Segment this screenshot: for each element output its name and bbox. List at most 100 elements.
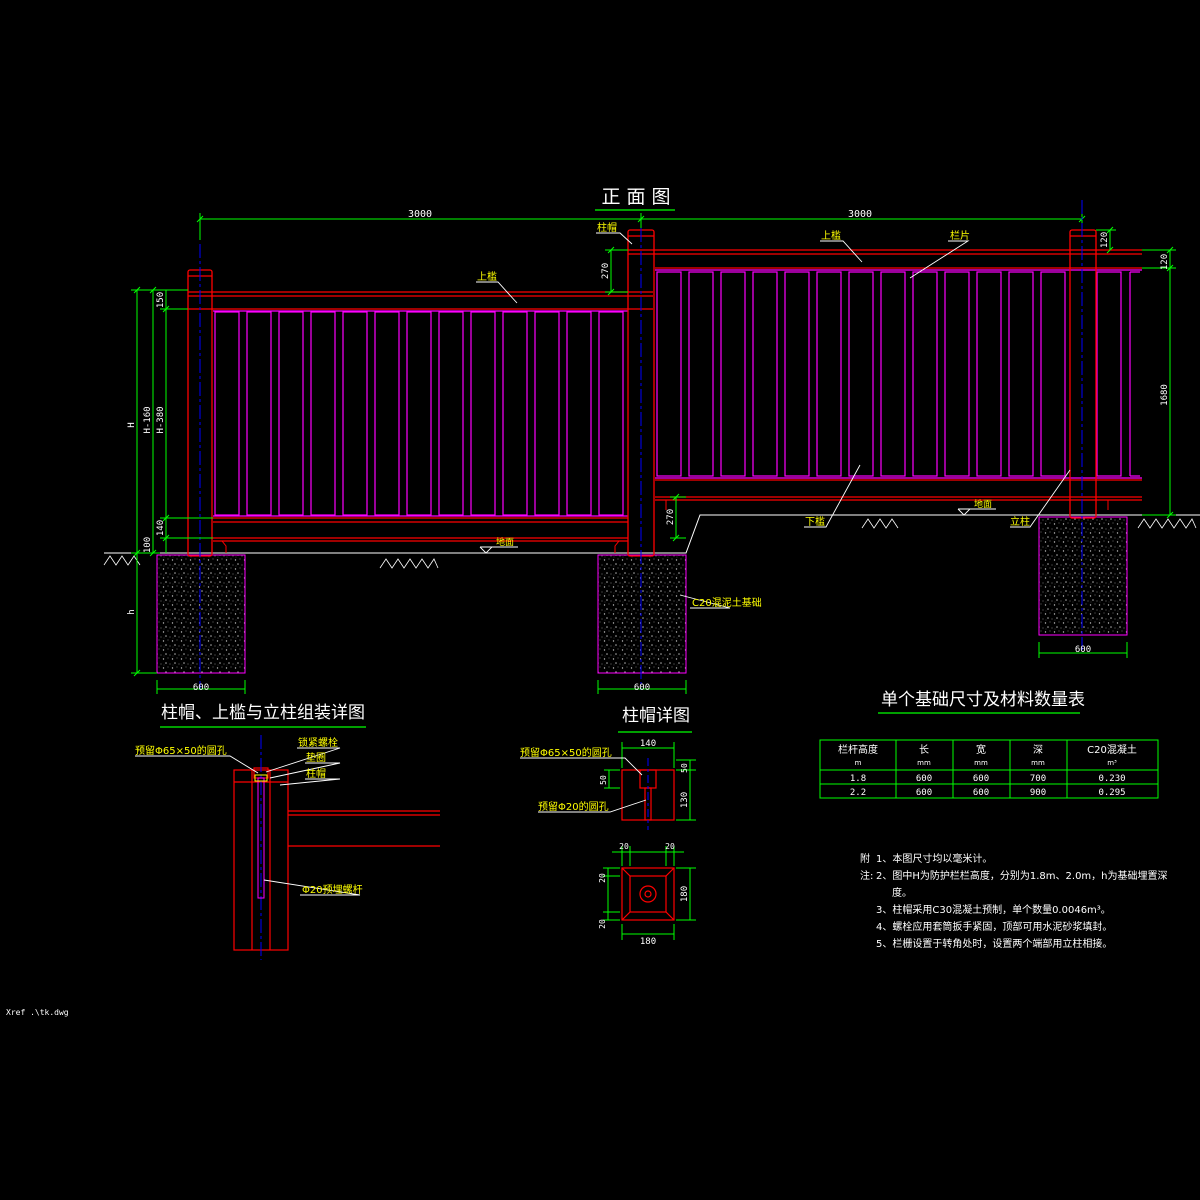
cap-detail: 柱帽详图 140 50 130 50 预留Φ65×50的 [520,706,696,947]
cap-label-hole-top: 预留Φ65×50的圆孔 [520,746,612,759]
assembly-detail: 柱帽、上槛与立柱组装详图 预留Φ65×50的圆孔 锁紧螺栓 垫圈 柱帽 Φ20预… [135,703,440,960]
table-title: 单个基础尺寸及材料数量表 [881,690,1085,710]
note-2: 2、图中H为防护栏栏高度，分别为1.8m、2.0m，h为基础埋置深 [876,869,1168,882]
assembly-label-hole: 预留Φ65×50的圆孔 [135,744,227,757]
left-dim-texts: H H-160 H-380 150 140 100 h [127,292,166,615]
header-width-unit: mm [974,759,988,767]
table-grid [819,739,1159,799]
dim-base-100: 100 [143,537,153,553]
cell-r0-c3: 700 [1030,774,1046,784]
cell-r1-c4: 0.295 [1098,788,1125,798]
centerlines [199,200,1083,690]
cell-r0-c1: 600 [916,774,932,784]
label-cap: 柱帽 [597,221,617,234]
cell-r0-c0: 1.8 [850,774,866,784]
cell-r1-c0: 2.2 [850,788,866,798]
assembly-label-bolt: Φ20预埋螺杆 [302,884,363,896]
label-post: 立柱 [1010,515,1030,528]
base-blocks [214,499,1109,553]
header-depth: 深 [1033,744,1043,756]
left-balusters [213,310,628,517]
footing-left [156,554,246,674]
header-concrete: C20混凝土 [1087,743,1137,756]
cap-plan-height: 180 [680,886,690,902]
assembly-label-nut: 锁紧螺栓 [298,736,338,749]
dim-mid-270-bottom: 270 [666,509,676,525]
dim-span-right: 3000 [848,209,872,220]
posts [187,229,1097,557]
cap-label-hole-bottom: 预留Φ20的圆孔 [538,800,609,813]
cap-plan-dims [603,846,696,940]
label-top-rail-left: 上槛 [477,270,497,283]
footing-right [1038,516,1128,636]
dim-footing-mid: 600 [634,683,650,693]
dim-footing-right: 600 [1075,645,1091,655]
cell-r0-c4: 0.230 [1098,774,1125,784]
dim-top-150: 150 [156,292,166,308]
label-ground-right: 地面 [974,498,992,510]
cap-plan-side-a: 20 [598,873,607,883]
assembly-leaders [135,747,361,896]
header-concrete-unit: m³ [1107,759,1117,767]
cap-elevation-dims [604,742,696,821]
dim-mid-270-top: 270 [601,263,611,279]
right-balusters [655,269,1142,479]
leaders [476,232,1071,609]
cap-plan-side-b: 20 [598,919,607,929]
dim-H-160: H-160 [143,406,153,433]
footing-dimensions [156,642,1128,694]
footing-mid [597,554,687,674]
notes: 附 注: 1、本图尺寸均以毫米计。 2、图中H为防护栏栏高度，分别为1.8m、2… [860,852,1168,950]
quantity-table: 单个基础尺寸及材料数量表 栏杆高度 m 长 mm 宽 mm 深 mm C20混凝… [819,690,1159,799]
cap-plan-dim-left: 20 [619,842,629,851]
label-baluster: 栏片 [950,229,970,242]
note-4: 4、螺栓应用套筒扳手紧固，顶部可用水泥砂浆填封。 [876,920,1112,933]
label-top-rail-right: 上槛 [821,229,841,242]
label-footing: C20混泥土基础 [692,596,762,609]
header-length-unit: mm [917,759,931,767]
dim-footing-left: 600 [193,683,209,693]
left-span [188,291,653,542]
dim-H: H [127,422,137,427]
note-2-cont: 度。 [892,886,912,899]
note-3: 3、柱帽采用C30混凝土预制，单个数量0.0046m³。 [876,903,1111,916]
front-view-title: 正 面 图 [601,186,670,208]
dim-bottom-140: 140 [156,520,166,536]
cap-dim-small: 50 [599,775,608,785]
cell-r1-c3: 900 [1030,788,1046,798]
cap-plan-width: 180 [640,937,656,947]
cap-leaders [520,757,647,813]
notes-prefix: 附 [860,852,870,865]
cap-dim-top: 140 [640,739,656,749]
note-1: 1、本图尺寸均以毫米计。 [876,852,992,865]
dim-right-1680: 1680 [1160,384,1170,406]
label-bottom-rail: 下槛 [805,515,825,528]
label-ground-left: 地面 [496,536,514,548]
front-view: 正 面 图 3000 3000 [103,186,1200,694]
assembly-title: 柱帽、上槛与立柱组装详图 [161,703,365,723]
table-cells: 栏杆高度 m 长 mm 宽 mm 深 mm C20混凝土 m³ 1.8 600 … [838,743,1137,798]
cell-r1-c1: 600 [916,788,932,798]
cap-plan [621,867,675,921]
assembly-label-cap: 柱帽 [306,767,326,780]
ground-markers [479,508,996,554]
dim-span-left: 3000 [408,209,432,220]
header-width: 宽 [976,743,986,756]
dim-cap-120: 120 [1100,232,1110,248]
cap-detail-title: 柱帽详图 [622,706,690,726]
right-dimensions [1096,226,1176,519]
header-depth-unit: mm [1031,759,1045,767]
assembly-bolt [257,777,265,899]
dim-right-120: 120 [1160,254,1170,270]
header-height: 栏杆高度 [838,743,878,756]
assembly-label-washer: 垫圈 [306,751,326,764]
header-height-unit: m [855,759,862,767]
dim-foundation-h: h [127,609,137,614]
mid-dimensions [605,246,686,542]
left-dimensions [131,286,213,677]
dim-H-380: H-380 [156,406,166,433]
cap-dim-side-top: 50 [680,763,689,773]
assembly-nut [254,774,268,782]
xref-label: Xref .\tk.dwg [6,1008,69,1017]
